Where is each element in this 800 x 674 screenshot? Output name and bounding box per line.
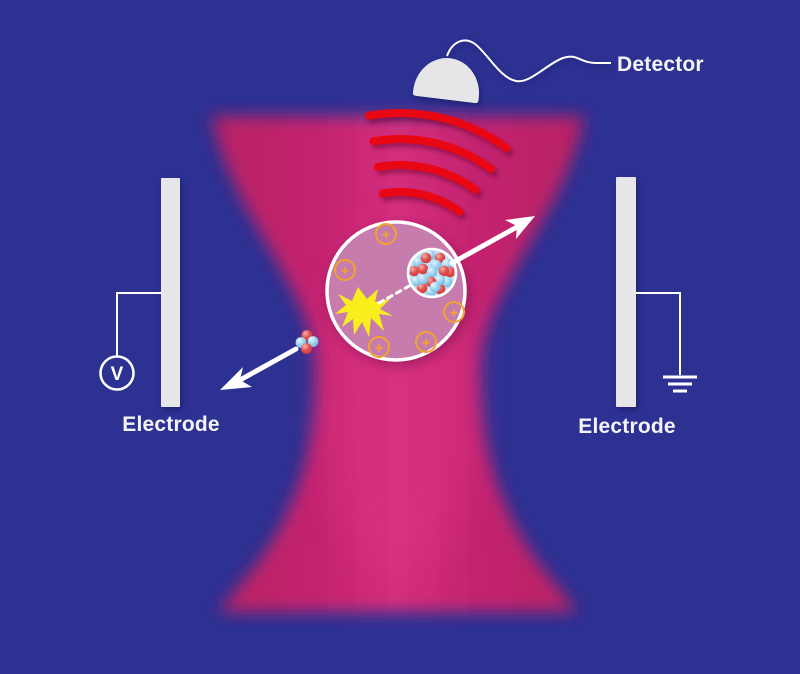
positive-charge-icon [443, 301, 465, 323]
proton-sphere [420, 252, 432, 264]
detector-dome [412, 58, 480, 104]
neutron-sphere [417, 273, 429, 285]
neutron-sphere [307, 336, 319, 347]
ground-icon [663, 375, 697, 393]
proton-sphere [301, 343, 312, 354]
proton-sphere [416, 282, 428, 294]
electrode-left-bar [161, 178, 180, 407]
electrode-left-label: Electrode [122, 413, 220, 436]
decay-flash-icon [335, 287, 393, 337]
positive-charge-icon [415, 331, 437, 353]
ground-wire [636, 292, 681, 375]
voltmeter-icon [99, 355, 135, 391]
radiation-arc [373, 161, 480, 194]
positive-charge-icon [375, 223, 397, 245]
detector-icon [412, 39, 611, 104]
positive-charges: + + + + + [334, 223, 465, 358]
plus-symbol: + [375, 340, 384, 357]
electrode-left: V [99, 178, 180, 407]
voltmeter-symbol: V [111, 364, 124, 385]
voltmeter-wire [116, 292, 161, 357]
proton-sphere [409, 265, 420, 277]
electrode-right-label: Electrode [578, 415, 676, 438]
radiation-arc [378, 187, 464, 216]
detector-label: Detector [617, 53, 704, 76]
proton-sphere [438, 265, 450, 277]
neutron-sphere [426, 266, 438, 278]
electrode-right-bar [616, 177, 636, 407]
radiation-arc [369, 134, 495, 173]
proton-sphere [417, 263, 429, 275]
positive-charge-icon [368, 336, 390, 358]
magnified-ion-inset: + + + + + [325, 220, 467, 362]
plus-symbol: + [422, 335, 431, 352]
plus-symbol: + [450, 305, 459, 322]
recoil-track-dashed [377, 283, 413, 305]
radiation-waves [364, 108, 511, 216]
alpha-particle-icon [295, 330, 319, 354]
plus-symbol: + [341, 263, 350, 280]
recoil-arrow [449, 216, 535, 266]
daughter-nucleus-icon [406, 247, 458, 299]
alpha-emission-arrow [220, 346, 299, 390]
neutron-sphere [429, 281, 441, 293]
radiation-arc [364, 108, 511, 153]
electrode-right [616, 177, 697, 407]
detector-cable [446, 39, 611, 83]
positive-charge-icon [334, 259, 356, 281]
plus-symbol: + [382, 227, 391, 244]
